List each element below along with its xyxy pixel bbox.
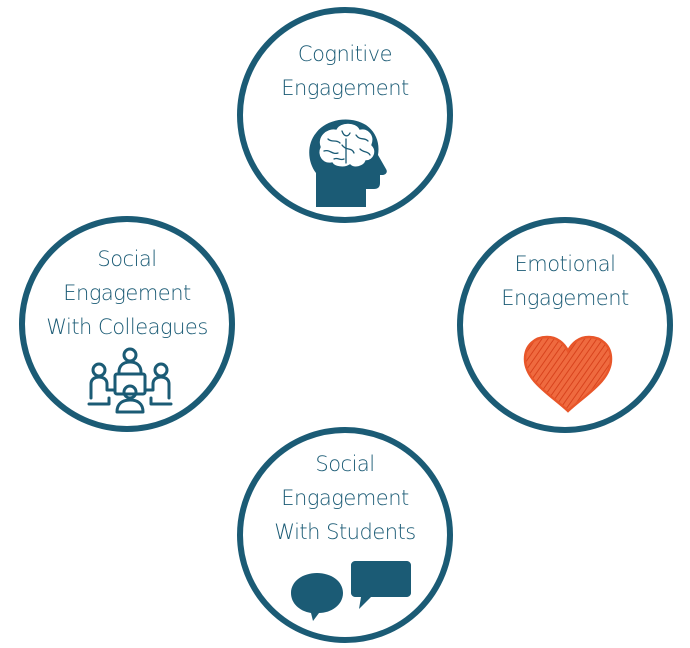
colleagues-engagement-label: Social Engagement With Colleagues bbox=[25, 242, 229, 344]
students-engagement-circle: Social Engagement With Students bbox=[237, 427, 453, 643]
colleagues-engagement-circle: Social Engagement With Colleagues bbox=[19, 216, 235, 432]
colleagues-label-line-2: Engagement bbox=[63, 281, 191, 305]
brain-head-icon bbox=[309, 119, 387, 207]
cognitive-engagement-circle: Cognitive Engagement bbox=[237, 7, 453, 223]
meeting-table-icon bbox=[87, 347, 173, 414]
students-label-line-1: Social bbox=[315, 452, 375, 476]
students-label-line-3: With Students bbox=[274, 520, 416, 544]
students-engagement-label: Social Engagement With Students bbox=[243, 447, 447, 549]
cognitive-label-line-1: Cognitive bbox=[297, 42, 393, 66]
cognitive-label-line-2: Engagement bbox=[281, 76, 409, 100]
emotional-engagement-circle: Emotional Engagement bbox=[457, 217, 673, 433]
cognitive-engagement-label: Cognitive Engagement bbox=[243, 37, 447, 105]
colleagues-label-line-3: With Colleagues bbox=[46, 315, 208, 339]
colleagues-label-line-1: Social bbox=[97, 247, 157, 271]
students-label-line-2: Engagement bbox=[281, 486, 409, 510]
speech-bubbles-icon bbox=[291, 561, 411, 621]
emotional-label-line-1: Emotional bbox=[514, 252, 616, 276]
emotional-label-line-2: Engagement bbox=[501, 286, 629, 310]
heart-icon bbox=[523, 335, 613, 413]
emotional-engagement-label: Emotional Engagement bbox=[463, 247, 667, 315]
